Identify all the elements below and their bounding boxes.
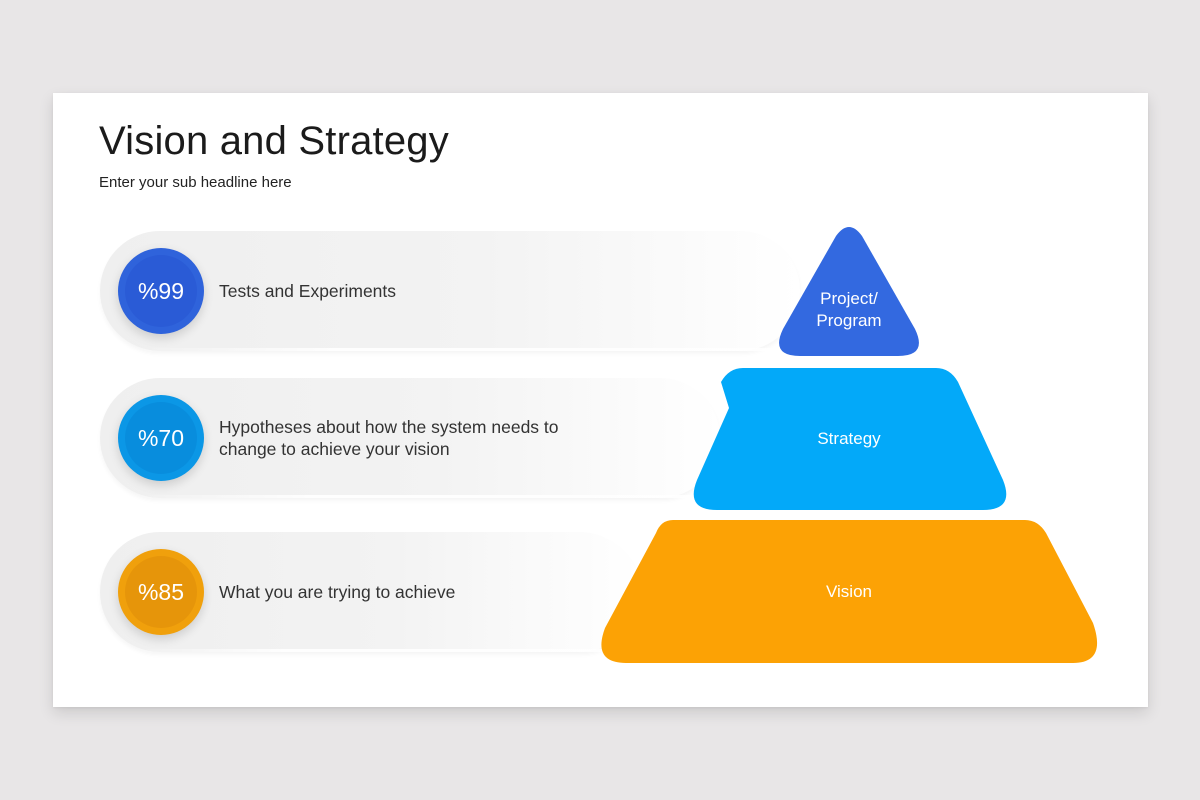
list-item-tests: %99 Tests and Experiments bbox=[100, 231, 800, 351]
pyramid-label-vision: Vision bbox=[826, 582, 872, 601]
page-title: Vision and Strategy bbox=[99, 119, 449, 163]
pyramid-label-project: Project/ Program bbox=[816, 288, 881, 332]
percent-badge: %70 bbox=[118, 395, 204, 481]
item-description: What you are trying to achieve bbox=[219, 582, 456, 602]
pyramid-label-line: Project/ bbox=[820, 289, 878, 308]
item-description: Hypotheses about how the system needs to… bbox=[219, 417, 559, 459]
pyramid-diagram bbox=[601, 227, 1098, 663]
percent-badge: %99 bbox=[118, 248, 204, 334]
percent-value: %85 bbox=[137, 578, 185, 605]
slide: Vision and Strategy Enter your sub headl… bbox=[53, 93, 1148, 707]
list-item-hypotheses: %70 Hypotheses about how the system need… bbox=[100, 378, 720, 498]
pyramid-label-strategy: Strategy bbox=[817, 429, 881, 448]
pyramid-level-strategy bbox=[693, 368, 1007, 510]
percent-value: %99 bbox=[137, 277, 185, 304]
percent-value: %70 bbox=[137, 424, 185, 451]
list-item-vision: %85 What you are trying to achieve bbox=[100, 532, 640, 652]
pyramid-label-line: Program bbox=[816, 311, 882, 330]
pyramid-level-project bbox=[779, 227, 919, 356]
percent-badge: %85 bbox=[118, 549, 204, 635]
pyramid-level-vision bbox=[601, 520, 1098, 663]
page-subtitle: Enter your sub headline here bbox=[99, 174, 292, 191]
item-description: Tests and Experiments bbox=[219, 281, 397, 301]
